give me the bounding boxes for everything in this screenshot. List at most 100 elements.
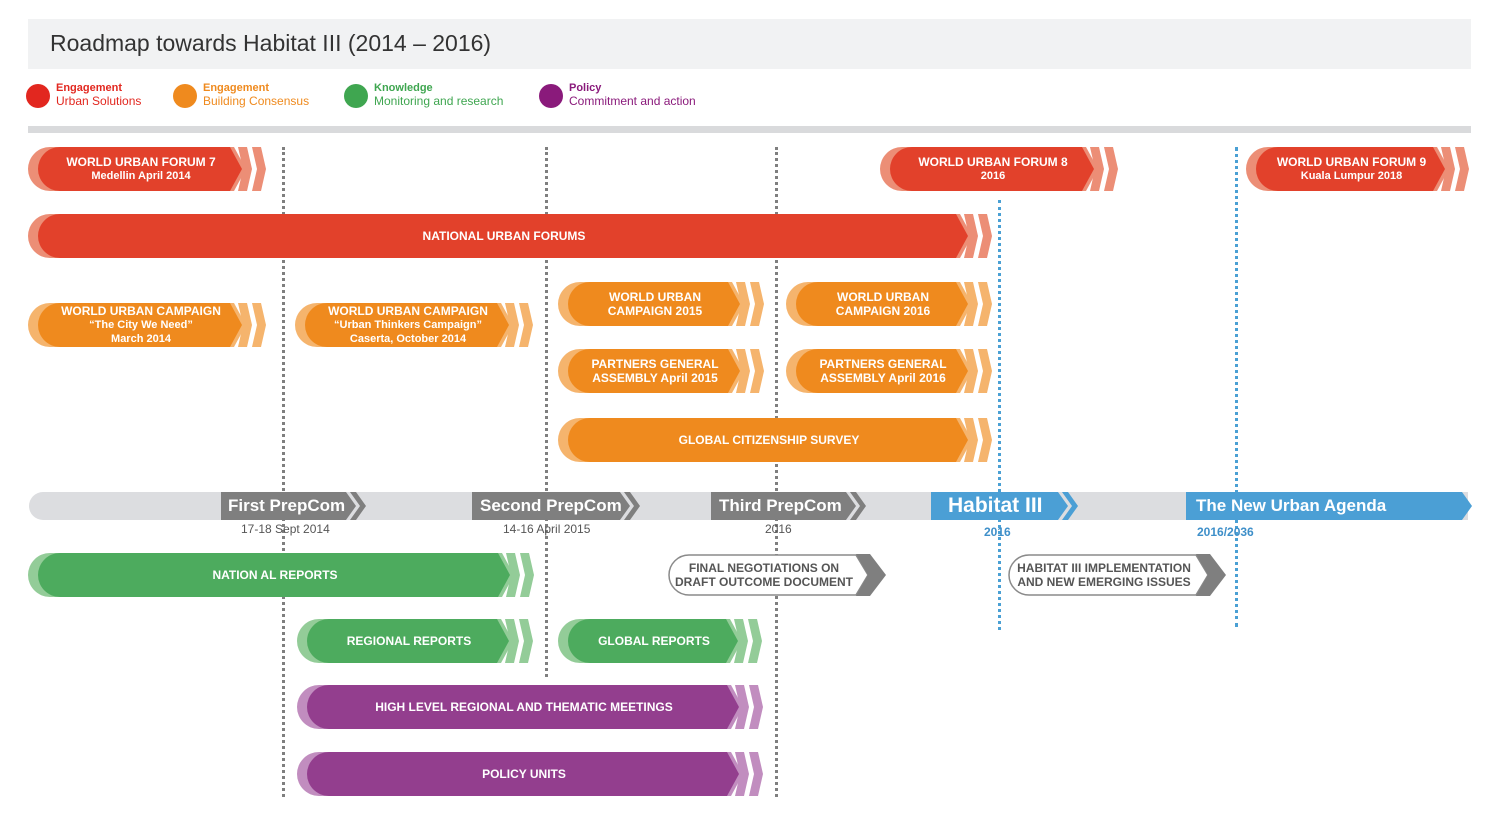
new-urban-agenda-arrow [1186, 492, 1472, 520]
bar-chevron [252, 303, 266, 347]
bar-body [890, 147, 1094, 191]
legend-subcategory: Monitoring and research [374, 94, 504, 108]
habitat-iii-label: Habitat III [948, 494, 1043, 517]
page-title: Roadmap towards Habitat III (2014 – 2016… [50, 30, 492, 56]
bar-chevron [750, 282, 764, 326]
bar-shape [28, 147, 266, 191]
timeline-track [29, 492, 1472, 520]
bar-label: WORLD URBAN CAMPAIGN“The City We Need”Ma… [61, 304, 221, 345]
first-prepcom-arrow [221, 492, 356, 520]
bar-chevron [505, 303, 519, 347]
high-level-meetings-bar: HIGH LEVEL REGIONAL AND THEMATIC MEETING… [297, 685, 765, 729]
bar-chevron [238, 147, 252, 191]
second-prepcom-date: 14-16 April 2015 [503, 522, 591, 536]
bar-chevron [736, 282, 750, 326]
bar-shape [295, 303, 533, 347]
global-citizenship-survey-bar: GLOBAL CITIZENSHIP SURVEY [558, 418, 994, 462]
legend-red-dot [26, 84, 50, 108]
bar-shape [558, 282, 764, 326]
bar-label: REGIONAL REPORTS [346, 634, 472, 648]
title-bar: Roadmap towards Habitat III (2014 – 2016… [28, 19, 1471, 69]
bar-chevron [736, 349, 750, 393]
bar-shape [28, 553, 534, 597]
legend-category: Policy [569, 82, 602, 94]
bar-label: HIGH LEVEL REGIONAL AND THEMATIC MEETING… [375, 700, 673, 714]
second-prepcom-label: Second PrepCom [480, 496, 622, 515]
bar-chevron [505, 619, 519, 663]
bar-chevron [978, 214, 992, 258]
new-urban-agenda-marker-line [1235, 147, 1238, 627]
first-prepcom-marker-line [282, 147, 285, 797]
bar-label: NATIONAL URBAN FORUMS [422, 229, 586, 243]
separator [28, 126, 1471, 133]
national-reports-bar: NATION AL REPORTS [28, 553, 536, 597]
bar-chevron [1455, 147, 1469, 191]
bar-chevron [1090, 147, 1104, 191]
habitat-iii-marker-line [998, 200, 1001, 630]
legend-category: Knowledge [374, 82, 433, 94]
bar-chevron [964, 418, 978, 462]
first-prepcom-chevron [350, 492, 366, 520]
bar-chevron [978, 282, 992, 326]
bar-shape [786, 349, 992, 393]
third-prepcom-chevron [850, 492, 866, 520]
bar-chevron [734, 619, 748, 663]
first-prepcom-label: First PrepCom [228, 496, 346, 515]
urban-thinkers-campaign-bar: WORLD URBAN CAMPAIGN“Urban Thinkers Camp… [295, 303, 535, 347]
bar-shape [28, 214, 992, 258]
habitat-iii-date: 2016 [984, 525, 1011, 539]
bar-shape [1008, 554, 1226, 596]
bar-arrowhead [1196, 554, 1226, 596]
legend-category: Engagement [56, 82, 123, 94]
bar-chevron [750, 349, 764, 393]
legend-item-building-consensus: Engagement Building Consensus [173, 82, 309, 108]
bar-body [38, 214, 968, 258]
bar-shape [668, 554, 886, 596]
bar-chevron [749, 752, 763, 796]
bar-body [305, 303, 509, 347]
legend-subcategory: Urban Solutions [56, 94, 142, 108]
bar-chevron [735, 752, 749, 796]
bar-shape [558, 418, 992, 462]
bar-chevron [506, 553, 520, 597]
legend-subcategory: Commitment and action [569, 94, 696, 108]
bar-chevron [748, 619, 762, 663]
bar-chevron [964, 214, 978, 258]
bar-body [668, 554, 869, 596]
legend-orange-dot [173, 84, 197, 108]
third-prepcom-date: 2016 [765, 522, 792, 536]
policy-units-bar: POLICY UNITS [297, 752, 765, 796]
bar-body [38, 303, 242, 347]
bar-chevron [1441, 147, 1455, 191]
bar-body [796, 282, 968, 326]
legend-green-dot [344, 84, 368, 108]
bar-shape [558, 619, 762, 663]
national-urban-forums-bar: NATIONAL URBAN FORUMS [28, 214, 994, 258]
third-prepcom-label: Third PrepCom [719, 496, 842, 515]
bar-label: GLOBAL REPORTS [598, 634, 710, 648]
bar-shape [297, 619, 533, 663]
bar-body [796, 349, 968, 393]
legend-item-monitoring: Knowledge Monitoring and research [344, 82, 503, 108]
bar-chevron [1104, 147, 1118, 191]
new-urban-agenda-label: The New Urban Agenda [1196, 496, 1387, 515]
bar-body [568, 619, 738, 663]
bar-body [1256, 147, 1445, 191]
bar-label: GLOBAL CITIZENSHIP SURVEY [678, 433, 860, 447]
bar-arrowhead [856, 554, 886, 596]
legend-purple-dot [539, 84, 563, 108]
bar-body [38, 147, 242, 191]
